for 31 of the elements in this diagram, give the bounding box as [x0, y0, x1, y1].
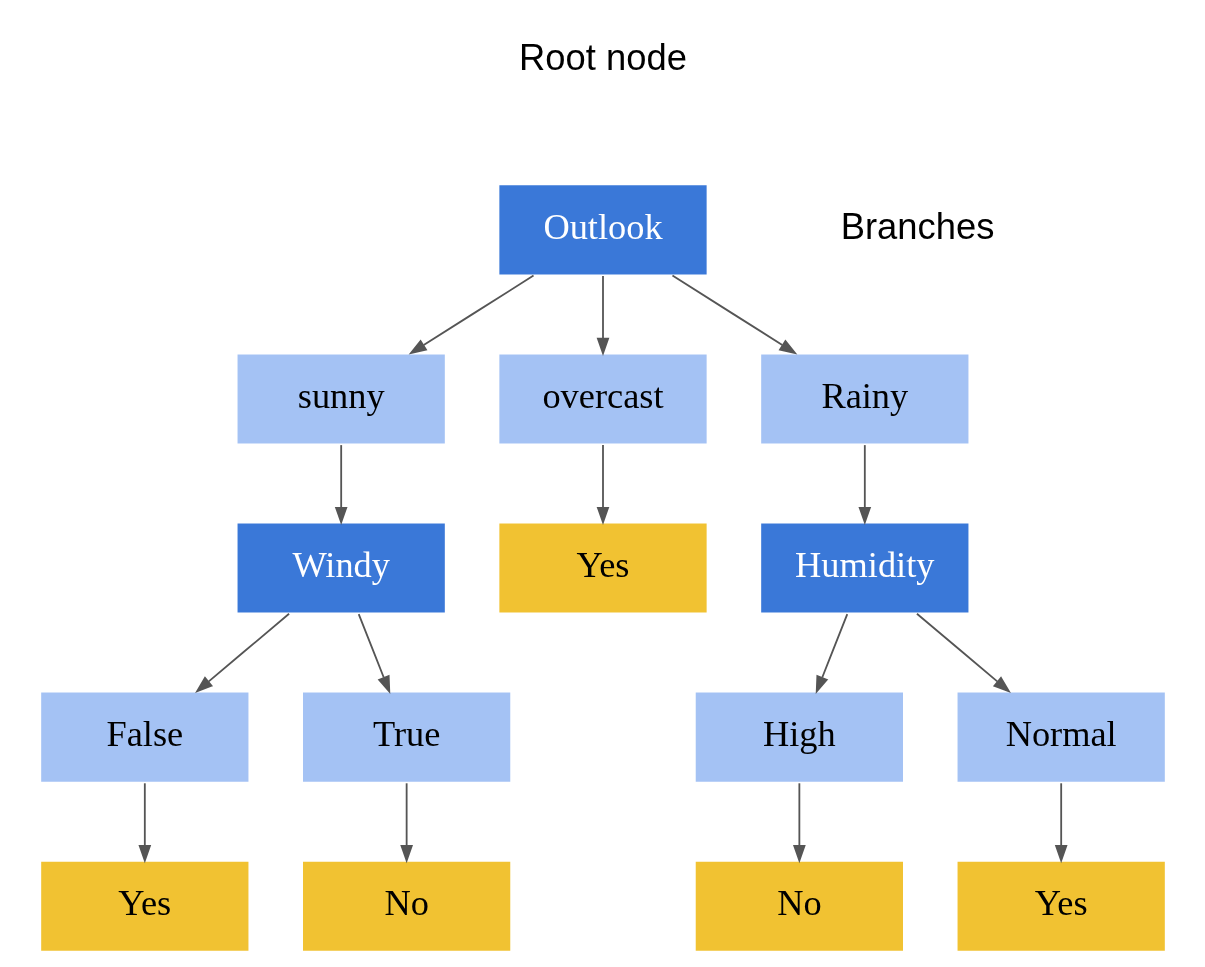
node-box: No	[693, 859, 905, 953]
node-box: High	[693, 690, 905, 784]
label: Branches	[840, 205, 994, 247]
arrow	[596, 444, 609, 526]
node-box: No	[300, 859, 512, 953]
node-box: Yes	[955, 859, 1167, 953]
arrow	[194, 612, 290, 693]
node-box: Humidity	[758, 521, 970, 615]
node-box: Outlook	[497, 183, 708, 277]
arrow	[1054, 782, 1068, 864]
node-box: False	[38, 690, 250, 784]
arrow	[137, 782, 151, 864]
arrow	[357, 613, 390, 694]
arrow	[815, 613, 848, 694]
arrow	[334, 444, 348, 526]
arrow	[671, 274, 797, 355]
node-box: Normal	[955, 690, 1167, 784]
node-box: Yes	[38, 859, 250, 953]
node-box: True	[300, 690, 512, 784]
node-box: overcast	[497, 352, 708, 446]
arrow	[408, 274, 534, 355]
arrow	[596, 275, 609, 356]
node-box: Yes	[497, 521, 708, 615]
arrow	[857, 444, 871, 526]
node-box: Rainy	[758, 352, 970, 446]
arrow	[792, 782, 806, 864]
arrow	[399, 782, 413, 864]
node-box: Windy	[235, 521, 447, 615]
label: Root node	[518, 36, 687, 78]
node-box: sunny	[235, 352, 447, 446]
arrow	[915, 612, 1011, 693]
